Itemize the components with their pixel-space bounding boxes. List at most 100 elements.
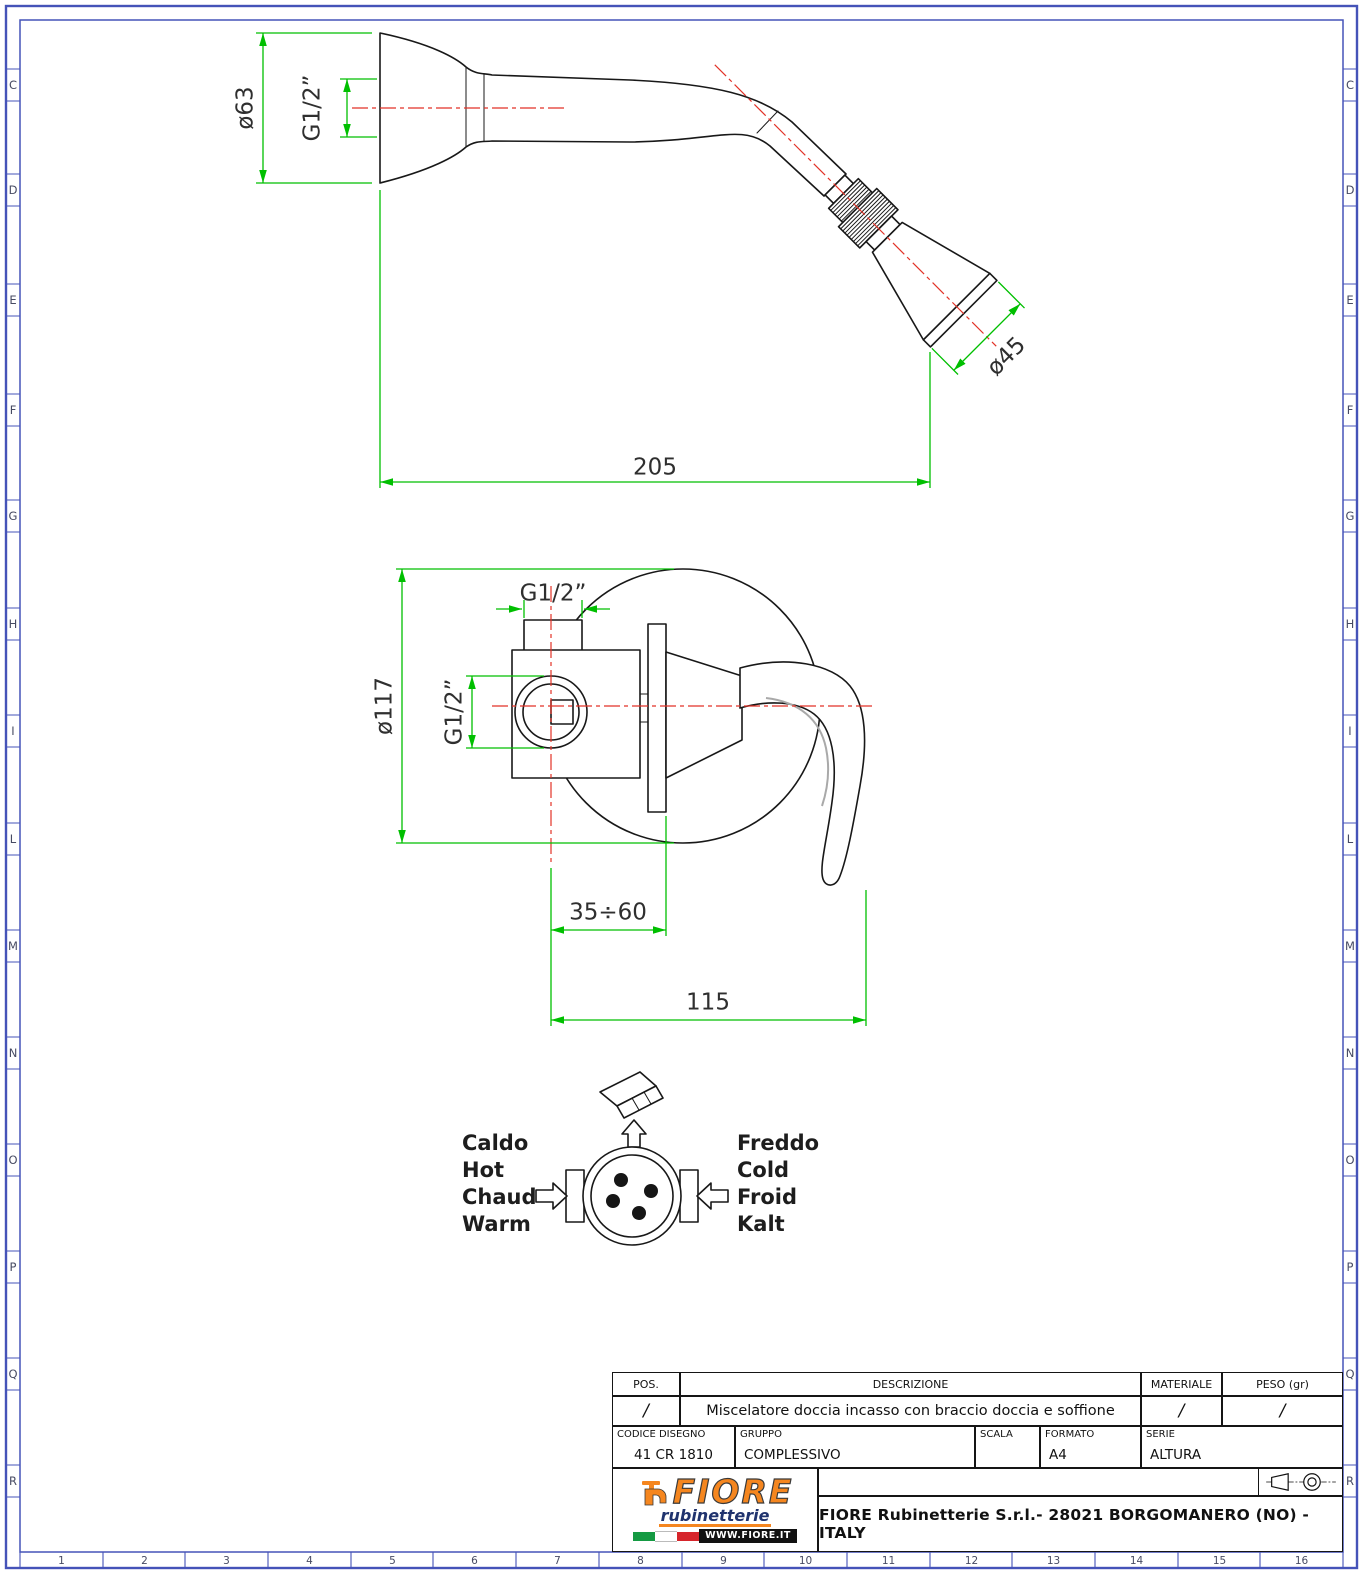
cold-label: Cold bbox=[737, 1158, 789, 1182]
grid-row-label: D bbox=[1345, 183, 1355, 197]
codice-disegno-cell: CODICE DISEGNO 41 CR 1810 bbox=[612, 1426, 735, 1468]
dim-arm-thread: G1/2” bbox=[300, 75, 326, 142]
peso-header: PESO (gr) bbox=[1222, 1372, 1343, 1396]
valve-schematic-body bbox=[582, 1146, 682, 1246]
hot-label: Warm bbox=[462, 1212, 531, 1236]
faucet-icon bbox=[641, 1481, 666, 1506]
grid-col-label: 7 bbox=[554, 1555, 561, 1567]
grid-row-label: P bbox=[1346, 1260, 1354, 1274]
grid-row-label: O bbox=[8, 1153, 18, 1167]
grid-row-label: O bbox=[1345, 1153, 1355, 1167]
grid-col-label: 15 bbox=[1212, 1555, 1227, 1567]
pos-value: / bbox=[612, 1396, 680, 1426]
gruppo-label: GRUPPO bbox=[740, 1429, 782, 1440]
grid-row-label: N bbox=[1345, 1046, 1355, 1060]
grid-row-label: F bbox=[9, 403, 17, 417]
grid-row-label: H bbox=[8, 617, 18, 631]
projection-symbol-cell bbox=[1258, 1468, 1343, 1496]
grid-row-label: E bbox=[9, 293, 17, 307]
materiale-header: MATERIALE bbox=[1141, 1372, 1222, 1396]
grid-row-label: E bbox=[1346, 293, 1354, 307]
grid-row-label: C bbox=[1345, 78, 1355, 92]
grid-col-label: 11 bbox=[881, 1555, 896, 1567]
first-angle-projection-icon bbox=[1265, 1473, 1336, 1491]
grid-row-label: F bbox=[1346, 403, 1354, 417]
company-line: FIORE Rubinetterie S.r.l.- 28021 BORGOMA… bbox=[818, 1496, 1343, 1552]
hot-label: Hot bbox=[462, 1158, 504, 1182]
grid-col-label: 12 bbox=[964, 1555, 979, 1567]
grid-row-label: L bbox=[1346, 832, 1354, 846]
cold-label: Froid bbox=[737, 1185, 797, 1209]
logo-cell: FIORE rubinetterie WWW.FIORE.IT bbox=[612, 1468, 818, 1552]
peso-value: / bbox=[1222, 1396, 1343, 1426]
pos-header: POS. bbox=[612, 1372, 680, 1396]
dome-cover bbox=[665, 651, 743, 779]
up-arrow-icon bbox=[621, 1119, 647, 1148]
dim-head-diameter: ø45 bbox=[982, 332, 1031, 381]
grid-col-label: 16 bbox=[1294, 1555, 1309, 1567]
logo-website: WWW.FIORE.IT bbox=[699, 1529, 797, 1543]
cold-label: Freddo bbox=[737, 1131, 819, 1155]
grid-row-label: L bbox=[9, 832, 17, 846]
grid-row-label: M bbox=[8, 939, 18, 953]
serie-value: ALTURA bbox=[1150, 1447, 1202, 1463]
grid-col-label: 10 bbox=[798, 1555, 813, 1567]
grid-row-label: M bbox=[1345, 939, 1355, 953]
dim-arm-length: 205 bbox=[633, 455, 677, 481]
gruppo-cell: GRUPPO COMPLESSIVO bbox=[735, 1426, 975, 1468]
grid-col-label: 1 bbox=[58, 1555, 65, 1567]
formato-label: FORMATO bbox=[1045, 1429, 1095, 1440]
grid-row-label: I bbox=[11, 724, 15, 738]
sheet-frame-lines bbox=[4, 4, 1359, 1570]
grid-col-label: 5 bbox=[389, 1555, 396, 1567]
serie-label: SERIE bbox=[1146, 1429, 1175, 1440]
grid-row-label: Q bbox=[8, 1367, 18, 1381]
grid-col-label: 3 bbox=[223, 1555, 230, 1567]
shower-head: ø45 bbox=[714, 64, 1031, 381]
shower-arm-outline bbox=[379, 32, 847, 197]
grid-row-label: H bbox=[1345, 617, 1355, 631]
serie-cell: SERIE ALTURA bbox=[1141, 1426, 1343, 1468]
flag-green bbox=[633, 1531, 656, 1541]
plate-section bbox=[647, 623, 667, 813]
formato-cell: FORMATO A4 bbox=[1040, 1426, 1141, 1468]
mixer-handle bbox=[739, 661, 866, 886]
grid-row-label: R bbox=[9, 1474, 17, 1488]
grid-row-label: R bbox=[1346, 1474, 1354, 1488]
grid-row-label: C bbox=[8, 78, 18, 92]
grid-row-label: G bbox=[1345, 509, 1355, 523]
flag-white bbox=[655, 1530, 678, 1542]
gruppo-value: COMPLESSIVO bbox=[744, 1447, 841, 1463]
codice-disegno-label: CODICE DISEGNO bbox=[617, 1429, 706, 1440]
dim-plate-diameter: ø117 bbox=[372, 677, 398, 735]
hot-label: Caldo bbox=[462, 1131, 528, 1155]
dim-handle-length: 115 bbox=[686, 990, 730, 1016]
grid-col-label: 4 bbox=[306, 1555, 313, 1567]
head-centerline bbox=[714, 64, 997, 347]
grid-col-label: 14 bbox=[1129, 1555, 1144, 1567]
grid-row-label: N bbox=[8, 1046, 18, 1060]
shower-arm-view: ø45 ø63 G1/2” 205 bbox=[233, 32, 1031, 488]
grid-row-label: P bbox=[9, 1260, 17, 1274]
grid-col-label: 13 bbox=[1046, 1555, 1061, 1567]
grid-row-label: D bbox=[8, 183, 18, 197]
mixer-view: G1/2” ø117 G1/2” 35÷60 115 bbox=[372, 568, 872, 1026]
dim-inlet-thread: G1/2” bbox=[442, 679, 468, 746]
logo-brand: FIORE bbox=[672, 1472, 794, 1511]
grid-col-label: 8 bbox=[637, 1555, 644, 1567]
cold-arrow-icon bbox=[696, 1182, 729, 1210]
dim-flange-diameter: ø63 bbox=[233, 86, 259, 129]
grid-col-label: 2 bbox=[141, 1555, 148, 1567]
grid-row-label: G bbox=[8, 509, 18, 523]
frame-ticks-left bbox=[6, 68, 20, 1498]
connection-schematic: Caldo Hot Chaud Warm Freddo Cold Froid K… bbox=[462, 1071, 819, 1246]
scala-label: SCALA bbox=[980, 1429, 1013, 1440]
descrizione-header: DESCRIZIONE bbox=[680, 1372, 1141, 1396]
grid-row-label: Q bbox=[1345, 1367, 1355, 1381]
descrizione-value: Miscelatore doccia incasso con braccio d… bbox=[680, 1396, 1141, 1426]
dim-wall-depth: 35÷60 bbox=[569, 900, 647, 926]
cold-label: Kalt bbox=[737, 1212, 785, 1236]
frame-ticks-bottom bbox=[19, 1552, 1344, 1568]
